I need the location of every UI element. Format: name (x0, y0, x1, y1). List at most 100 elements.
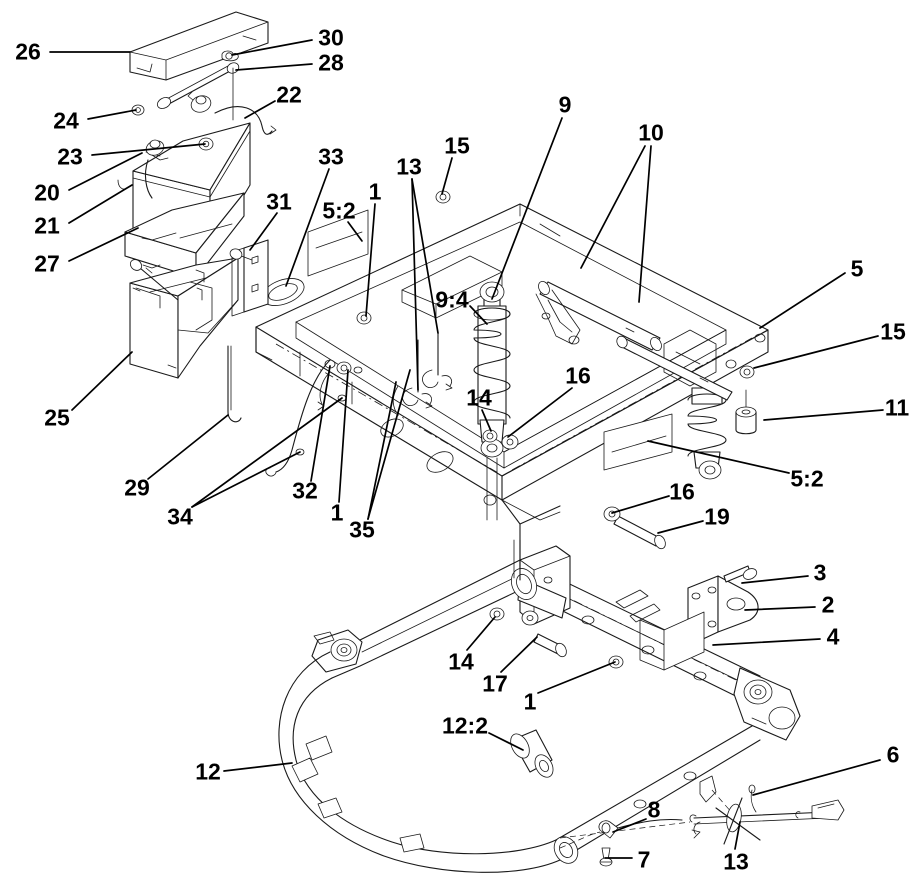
callout-label-22: 22 (276, 81, 302, 108)
callout-label-21: 21 (34, 212, 60, 239)
main-frame-part-5 (255, 203, 769, 601)
leader-line-11 (763, 409, 884, 421)
leader-line-22 (244, 100, 276, 119)
callout-label-24: 24 (53, 107, 79, 134)
nut-part-15-right (739, 365, 755, 379)
carriage-bolt-part (129, 259, 179, 301)
leader-line-6 (752, 759, 881, 796)
battery-box-part-25 (129, 257, 239, 379)
leader-line-1 (338, 369, 349, 503)
callout-label-12-2: 12:2 (441, 712, 489, 739)
callout-label-33: 33 (318, 143, 344, 170)
leader-line- (367, 381, 397, 520)
callout-label-26: 26 (15, 38, 41, 65)
callout-label-20: 20 (34, 179, 60, 206)
leader-line-4 (712, 638, 821, 646)
coil-spring (473, 307, 511, 419)
callout-label-14: 14 (448, 648, 474, 675)
shock-absorber-right (687, 387, 727, 480)
plate-part-4 (615, 589, 705, 671)
callout-label-13: 13 (396, 153, 422, 180)
leader-line- (638, 145, 652, 303)
leader-line-35 (367, 369, 411, 520)
leader-line-14 (466, 616, 496, 651)
leader-line-1 (365, 203, 376, 317)
clamp-part-8 (559, 818, 683, 849)
battery-terminal-negative (187, 91, 212, 113)
battery-terminal-positive (145, 139, 169, 161)
leader-line-31 (249, 212, 278, 251)
callout-label-5-2: 5:2 (322, 197, 356, 224)
bushing-part-11 (735, 389, 757, 435)
callout-label-29: 29 (124, 474, 150, 501)
terminal-bolt-part-23 (198, 137, 214, 151)
washer-part-16-lower (603, 506, 621, 522)
callout-label-32: 32 (292, 477, 318, 504)
callout-label-28: 28 (318, 49, 344, 76)
leader-line-33 (285, 168, 330, 287)
callout-label-30: 30 (318, 24, 344, 51)
nut-part-1-left (356, 311, 372, 325)
bolt-part-31 (229, 248, 253, 261)
leader-line-12:2 (488, 732, 524, 751)
callout-label-10: 10 (638, 119, 664, 146)
leader-line-16 (507, 387, 573, 438)
callout-label-9-4: 9:4 (435, 286, 469, 313)
leader-line-5:2 (647, 440, 790, 474)
battery-cable-part-20 (144, 159, 153, 199)
bolt-part-19 (613, 515, 666, 550)
nut-part-14-lower (489, 607, 505, 621)
nut-part-1-lower (336, 361, 352, 375)
battery-cover-part-26 (129, 11, 269, 81)
callout-label-6: 6 (886, 741, 900, 768)
callout-label-14: 14 (466, 384, 492, 411)
leader-line-13 (734, 821, 741, 850)
callout-label-8: 8 (647, 796, 661, 823)
leader-line-12 (223, 762, 293, 772)
callout-label-16: 16 (565, 362, 591, 389)
center-pivot-assembly (510, 539, 571, 626)
leader-line-5 (759, 272, 846, 329)
leader-line- (411, 178, 419, 391)
wing-nut-part-30 (221, 50, 239, 62)
leader-line-10 (580, 145, 646, 269)
cotter-pin-part-13 (691, 797, 761, 845)
latch-assembly (559, 784, 845, 867)
callout-label-4: 4 (826, 623, 840, 650)
bolt-part-17 (533, 633, 567, 658)
callout-label-19: 19 (704, 503, 730, 530)
callout-label-31: 31 (266, 188, 292, 215)
battery-cable-part-22 (214, 106, 277, 135)
leader-line-34 (191, 451, 301, 508)
callout-label-5: 5 (850, 255, 864, 282)
leader-line-20 (68, 152, 143, 191)
leader-line-15 (753, 335, 879, 369)
callout-label-5-2: 5:2 (790, 465, 824, 492)
callout-label-1: 1 (330, 499, 344, 526)
screw-part-7 (599, 847, 613, 867)
leader-line-32 (310, 365, 331, 482)
leader-line-30 (231, 39, 313, 56)
leader-line-24 (87, 109, 137, 120)
leader-line-2 (744, 606, 816, 611)
leader-line-19 (657, 520, 704, 534)
washer-part-16-upper (501, 434, 519, 450)
callout-label-11: 11 (884, 394, 910, 421)
callout-label-1: 1 (523, 688, 537, 715)
bolt-part-3 (723, 565, 758, 583)
battery-tray-part-27 (124, 192, 245, 279)
leader-lines (49, 39, 884, 859)
leader-line-21 (68, 184, 133, 224)
callout-label-12: 12 (195, 758, 221, 785)
leader-line-15 (441, 157, 453, 195)
callout-label-9: 9 (558, 91, 572, 118)
callout-label-2: 2 (821, 591, 835, 618)
callout-label-16: 16 (669, 478, 695, 505)
bracket-part-31 (229, 239, 269, 317)
leader-line-13 (411, 178, 439, 334)
lower-frame-part-12 (278, 559, 801, 873)
leader-line-3 (741, 575, 809, 584)
leader-line-5:2 (347, 221, 363, 242)
